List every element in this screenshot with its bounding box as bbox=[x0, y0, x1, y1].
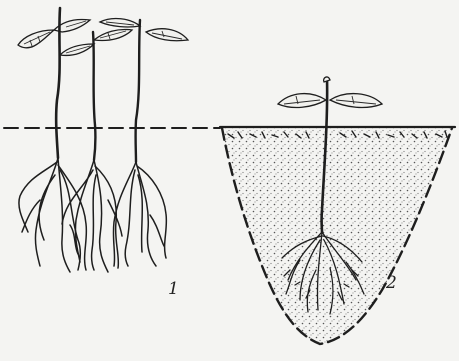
leaf-cluster-right bbox=[278, 77, 382, 108]
planting-pit-soil bbox=[222, 128, 452, 344]
ground-level-line bbox=[4, 127, 455, 128]
bare-roots bbox=[19, 158, 167, 272]
leaf-cluster-left bbox=[18, 19, 188, 56]
figure-label-1: 1 bbox=[168, 279, 179, 299]
seedling-group-2: 2 bbox=[222, 77, 452, 344]
figure-label-2: 2 bbox=[385, 273, 397, 293]
seedling-group-1: 1 bbox=[18, 8, 188, 299]
